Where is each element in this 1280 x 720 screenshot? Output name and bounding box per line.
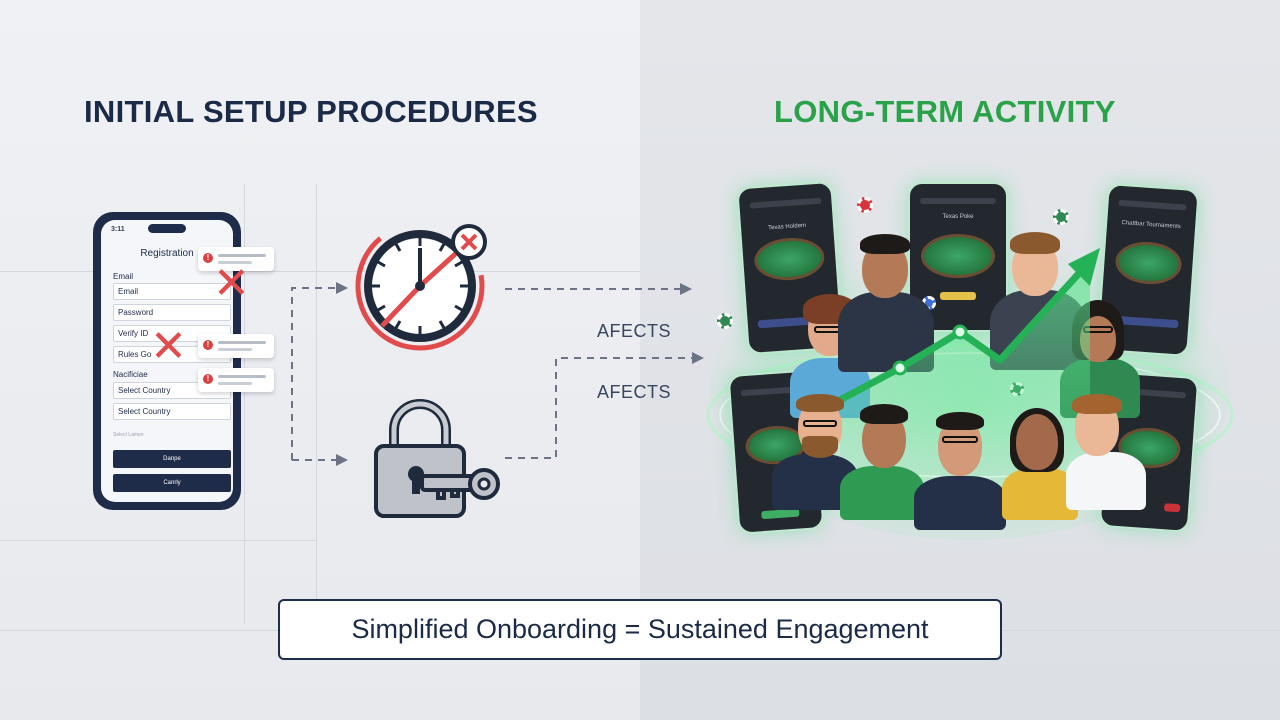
poker-chip-icon <box>1053 209 1069 225</box>
affects-label-bottom: AFECTS <box>597 382 671 403</box>
poker-chip-icon <box>857 197 873 213</box>
caption-text: Simplified Onboarding = Sustained Engage… <box>351 614 928 645</box>
game-phone-1-title: Texas Holdem <box>741 221 833 233</box>
poker-chip-icon <box>717 313 733 329</box>
affects-label-top: AFECTS <box>597 321 671 342</box>
game-phone-3-title: Chattbar Tournaments <box>1107 219 1195 231</box>
caption-box: Simplified Onboarding = Sustained Engage… <box>278 599 1002 660</box>
game-phone-2-title: Texas Poke <box>910 214 1006 220</box>
